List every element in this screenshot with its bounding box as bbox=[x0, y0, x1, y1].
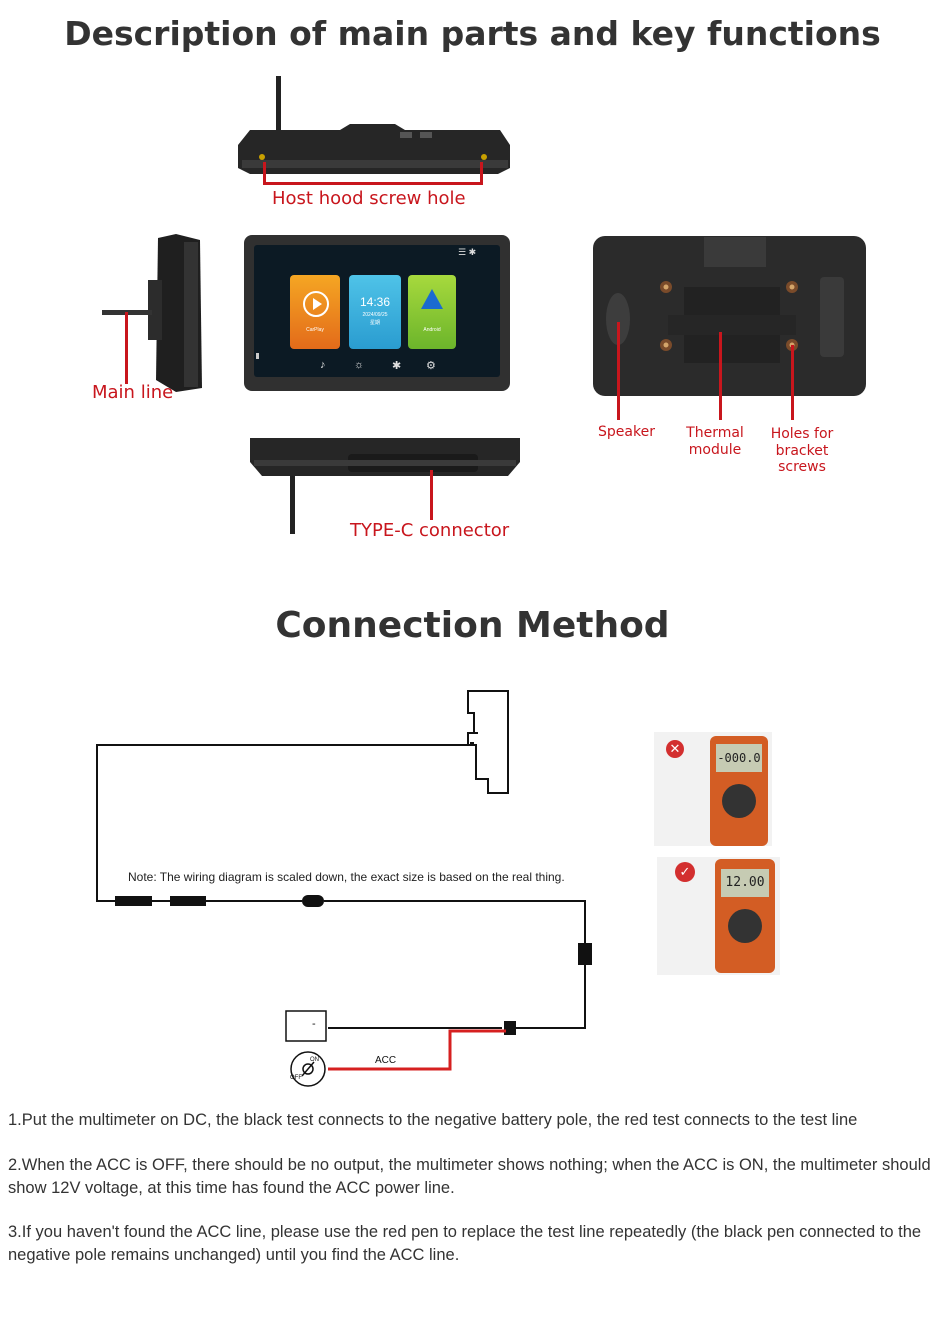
screen-dock: ♪ ☼ ✱ ⚙ bbox=[254, 357, 500, 377]
section-title-main-parts: Description of main parts and key functi… bbox=[64, 14, 881, 53]
multimeter-wrong-image: -000.0 ✕ bbox=[654, 732, 772, 846]
device-top-view-image bbox=[230, 70, 520, 185]
callout-line bbox=[263, 162, 266, 184]
label-type-c-connector: TYPE-C connector bbox=[350, 520, 510, 541]
settings-icon: ⚙ bbox=[426, 360, 436, 372]
label-speaker: Speaker bbox=[598, 424, 655, 440]
callout-line bbox=[125, 312, 128, 384]
android-app-card: Android bbox=[408, 275, 456, 349]
callout-line bbox=[263, 182, 483, 185]
multimeter-display: -000.0 bbox=[716, 744, 762, 772]
carplay-app-card: CarPlay bbox=[290, 275, 340, 349]
clock-card: 14:36 2024/09/25 星期 bbox=[349, 275, 401, 349]
callout-line bbox=[617, 322, 620, 420]
label-host-hood-screw-hole: Host hood screw hole bbox=[272, 188, 466, 209]
label-main-line: Main line bbox=[92, 382, 174, 403]
wrong-x-icon: ✕ bbox=[666, 740, 684, 758]
clock-time: 14:36 bbox=[359, 295, 391, 309]
bluetooth-icon: ✱ bbox=[392, 360, 402, 372]
multimeter-dial bbox=[722, 784, 756, 818]
volume-icon: ♪ bbox=[320, 359, 326, 371]
wifi-bluetooth-icon: ☰ ✱ bbox=[458, 247, 477, 257]
multimeter-body: 12.00 bbox=[715, 859, 775, 973]
device-side-view-image bbox=[98, 230, 208, 400]
section-title-connection-method: Connection Method bbox=[275, 605, 670, 646]
callout-line bbox=[430, 470, 433, 520]
multimeter-display: 12.00 bbox=[721, 869, 769, 897]
multimeter-correct-image: 12.00 ✓ bbox=[657, 857, 780, 975]
wiring-diagram: - ON OFF ACC Note: The wiring diagram is… bbox=[80, 685, 620, 1090]
check-icon: ✓ bbox=[675, 862, 695, 882]
clock-weekday: 星期 bbox=[369, 320, 380, 326]
ignition-off-label: OFF bbox=[290, 1075, 302, 1081]
device-back-view-image bbox=[592, 235, 867, 397]
instruction-step-1: 1.Put the multimeter on DC, the black te… bbox=[8, 1111, 858, 1129]
ignition-on-label: ON bbox=[310, 1057, 319, 1063]
battery-negative-symbol: - bbox=[312, 1018, 316, 1030]
multimeter-dial bbox=[728, 909, 762, 943]
acc-label: ACC bbox=[375, 1055, 397, 1066]
clock-date: 2024/09/25 bbox=[362, 312, 388, 318]
device-display: ☰ ✱ CarPlay 14:36 2024/09/25 星期 Android … bbox=[254, 245, 500, 377]
device-front-screen: ☰ ✱ CarPlay 14:36 2024/09/25 星期 Android … bbox=[244, 235, 510, 391]
carplay-label: CarPlay bbox=[306, 327, 324, 333]
callout-line bbox=[480, 162, 483, 184]
menu-dots-icon bbox=[256, 353, 259, 359]
instruction-step-2: 2.When the ACC is OFF, there should be n… bbox=[8, 1156, 931, 1197]
android-auto-icon bbox=[421, 289, 443, 309]
callout-line bbox=[719, 332, 722, 420]
device-bottom-view-image bbox=[240, 432, 530, 537]
label-holes-line2: bracket screws bbox=[775, 443, 829, 475]
callout-line bbox=[791, 345, 794, 420]
brightness-icon: ☼ bbox=[354, 359, 365, 371]
multimeter-body: -000.0 bbox=[710, 736, 768, 846]
android-label: Android bbox=[423, 327, 441, 333]
label-thermal-module-line1: Thermal bbox=[686, 425, 744, 441]
label-holes-line1: Holes for bbox=[770, 426, 834, 442]
wiring-note: Note: The wiring diagram is scaled down,… bbox=[128, 870, 565, 884]
play-icon bbox=[303, 291, 329, 317]
instruction-step-3: 3.If you haven't found the ACC line, ple… bbox=[8, 1223, 922, 1264]
label-thermal-module-line2: module bbox=[688, 442, 742, 458]
